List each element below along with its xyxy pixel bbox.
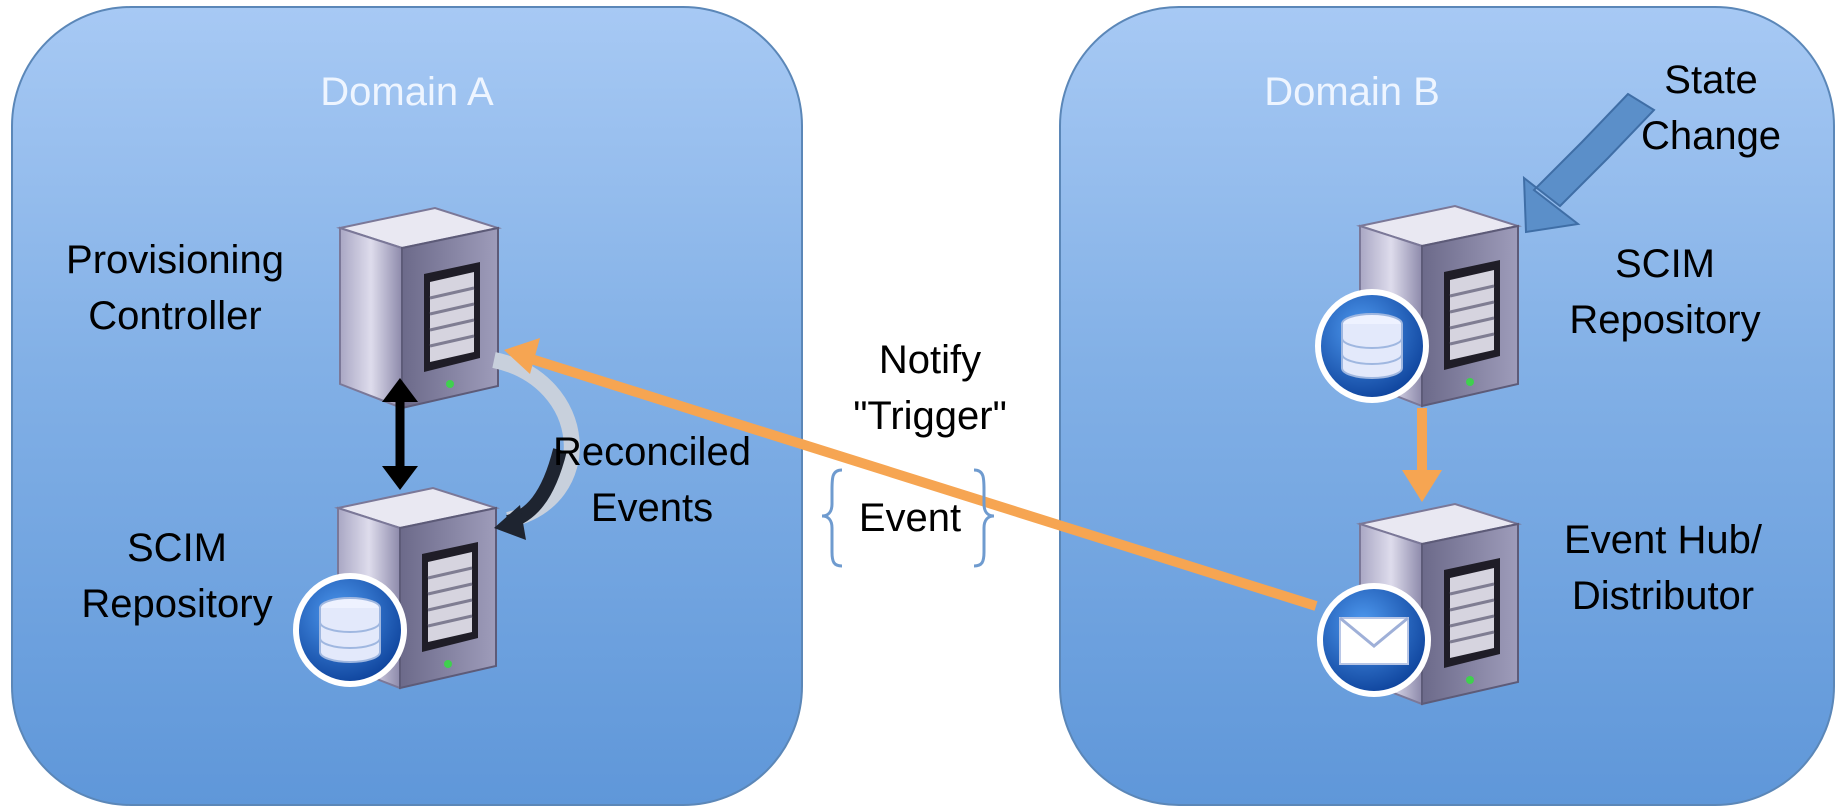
domain-a-scim-repository-label: SCIM Repository [81, 526, 273, 626]
sync-double-arrow [382, 378, 418, 490]
envelope-icon [1320, 586, 1428, 694]
domain-b-scim-repository-label: SCIM Repository [1569, 242, 1761, 342]
state-change-arrow [1522, 92, 1656, 234]
diagram-graphics [0, 92, 1656, 706]
state-change-label: State Change [1640, 58, 1782, 158]
provisioning-controller-label: Provisioning Controller [66, 238, 284, 338]
domain-a-title: Domain A [320, 70, 494, 114]
event-label: Event [858, 496, 962, 540]
event-brace [821, 468, 995, 568]
reconciled-curve-arrow [492, 352, 580, 540]
database-icon [1318, 292, 1426, 400]
reconciled-events-label: Reconciled Events [553, 430, 751, 530]
notify-trigger-arrow [504, 338, 1318, 611]
server-icon [338, 206, 500, 410]
event-hub-distributor-label: Event Hub/ Distributor [1564, 518, 1762, 618]
distribute-arrow [1402, 408, 1442, 502]
domain-b-title: Domain B [1264, 70, 1440, 114]
database-icon [296, 576, 404, 684]
notify-trigger-label: Notify "Trigger" [853, 338, 1007, 438]
